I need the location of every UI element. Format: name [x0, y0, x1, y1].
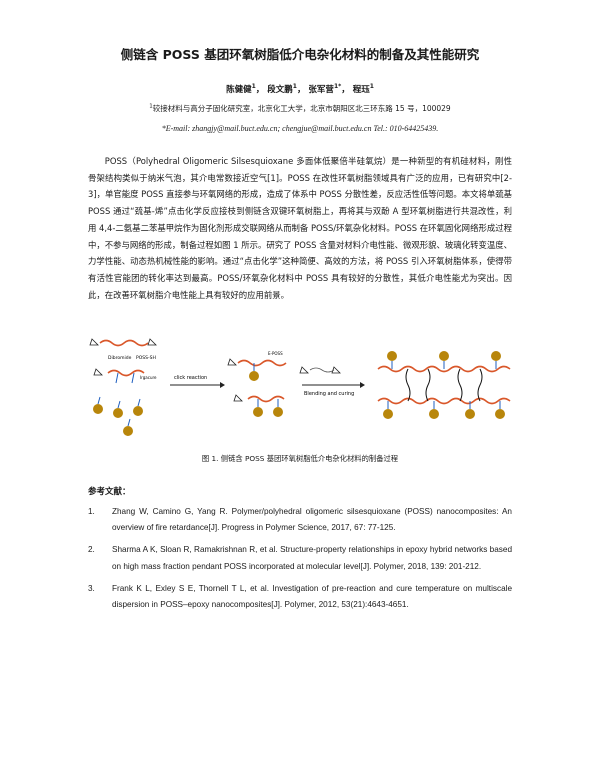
label-initiator: Irgacure	[140, 375, 157, 380]
reference-item: 2. Sharma A K, Sloan R, Ramakrishnan R, …	[88, 542, 512, 574]
reference-number: 3.	[88, 583, 95, 593]
crosslink-bond	[457, 368, 463, 402]
reaction-scheme-diagram: Dibromide POSS-SH Irgacure	[89, 338, 511, 436]
label-poss-sh: POSS-SH	[136, 355, 156, 361]
reference-item: 3. Frank K L, Exley S E, Thornell T L, e…	[88, 581, 512, 613]
poss-cage-icon	[383, 409, 393, 419]
reference-list: 1. Zhang W, Camino G, Yang R. Polymer/po…	[88, 504, 512, 619]
epoxy-ring-icon	[89, 338, 99, 346]
poss-cage-icon	[133, 406, 143, 416]
epoxy-ring-icon	[299, 366, 309, 374]
thiol-linker	[97, 396, 101, 405]
poss-cage-icon	[429, 409, 439, 419]
thiol-linker	[127, 418, 131, 427]
starting-materials: Dibromide POSS-SH Irgacure	[89, 338, 157, 436]
poss-cage-icon	[439, 351, 449, 361]
affiliation-text: 较接材料与高分子固化研究室，北京化工大学，北京市朝阳区北三环东路 15 号，10…	[152, 104, 451, 113]
affiliation: 1较接材料与高分子固化研究室，北京化工大学，北京市朝阳区北三环东路 15 号，1…	[0, 103, 600, 114]
affiliation-sup: 1	[149, 103, 153, 110]
label-click-reaction: click reaction	[174, 375, 207, 381]
author-name: 程珏	[352, 85, 370, 95]
crosslinked-network	[377, 351, 511, 419]
author-sup: 1*	[333, 83, 342, 91]
label-dibromide: Dibromide	[108, 355, 132, 361]
thiol-linker	[137, 398, 141, 407]
crosslink-bond	[405, 368, 411, 402]
poss-cage-icon	[495, 409, 505, 419]
epoxy-ring-icon	[93, 368, 103, 376]
vinyl-branch	[131, 372, 135, 384]
epoxy-ring-icon	[227, 358, 237, 366]
author-sup: 1	[251, 83, 256, 91]
paper-title: 侧链含 POSS 基团环氧树脂低介电杂化材料的制备及其性能研究	[120, 47, 480, 62]
author-sup: 1	[292, 83, 297, 91]
epoxy-ring-icon	[233, 394, 243, 402]
reference-text: Sharma A K, Sloan R, Ramakrishnan R, et …	[112, 545, 512, 571]
epoxy-ring-icon	[147, 338, 157, 346]
figure-caption: 图 1. 侧链含 POSS 基团环氧树脂低介电杂化材料的制备过程	[201, 454, 399, 463]
abstract-body: POSS（Polyhedral Oligomeric Silsesquioxan…	[88, 156, 512, 300]
figure-1: Dibromide POSS-SH Irgacure	[88, 335, 512, 445]
poss-cage-icon	[123, 426, 133, 436]
label-product: E-POSS	[268, 351, 283, 356]
thiol-linker	[117, 400, 121, 409]
reference-text: Frank K L, Exley S E, Thornell T L, et a…	[112, 583, 512, 610]
blending-curing-arrow: Blending and curing	[299, 366, 365, 397]
reference-number: 1.	[88, 507, 95, 516]
epoxy-chain	[99, 339, 149, 347]
poss-cage-icon	[491, 351, 501, 361]
crosslink-bond	[477, 368, 483, 402]
poss-grafted-epoxy: E-POSS	[227, 351, 287, 417]
side-chain-epoxy	[107, 369, 145, 377]
author-name: 陈健健	[226, 85, 252, 95]
click-reaction-arrow: click reaction	[170, 375, 225, 388]
reference-item: 1. Zhang W, Camino G, Yang R. Polymer/po…	[88, 504, 512, 536]
crosslink-bond	[425, 368, 431, 402]
author-name: 段文鹏	[267, 85, 293, 95]
author-list: 陈健健1， 段文鹏1， 张军营1*， 程珏1	[226, 83, 374, 95]
poss-cage-icon	[93, 404, 103, 414]
poss-cage-icon	[387, 351, 397, 361]
author-sup: 1	[369, 83, 374, 91]
label-blending-curing: Blending and curing	[304, 391, 354, 397]
epoxy-ring-icon	[331, 366, 341, 374]
references-heading: 参考文献：	[88, 487, 131, 497]
poss-cage-icon	[249, 371, 259, 381]
poss-cage-icon	[465, 409, 475, 419]
poss-cage-icon	[273, 407, 283, 417]
vinyl-branch	[115, 372, 119, 384]
contact-email: *E-mail: zhangjy@mail.buct.edu.cn; cheng…	[161, 124, 439, 133]
poss-cage-icon	[253, 407, 263, 417]
reference-number: 2.	[88, 545, 95, 555]
reference-text: Zhang W, Camino G, Yang R. Polymer/polyh…	[112, 507, 512, 533]
poss-cage-icon	[113, 408, 123, 418]
author-name: 张军营	[308, 85, 334, 95]
